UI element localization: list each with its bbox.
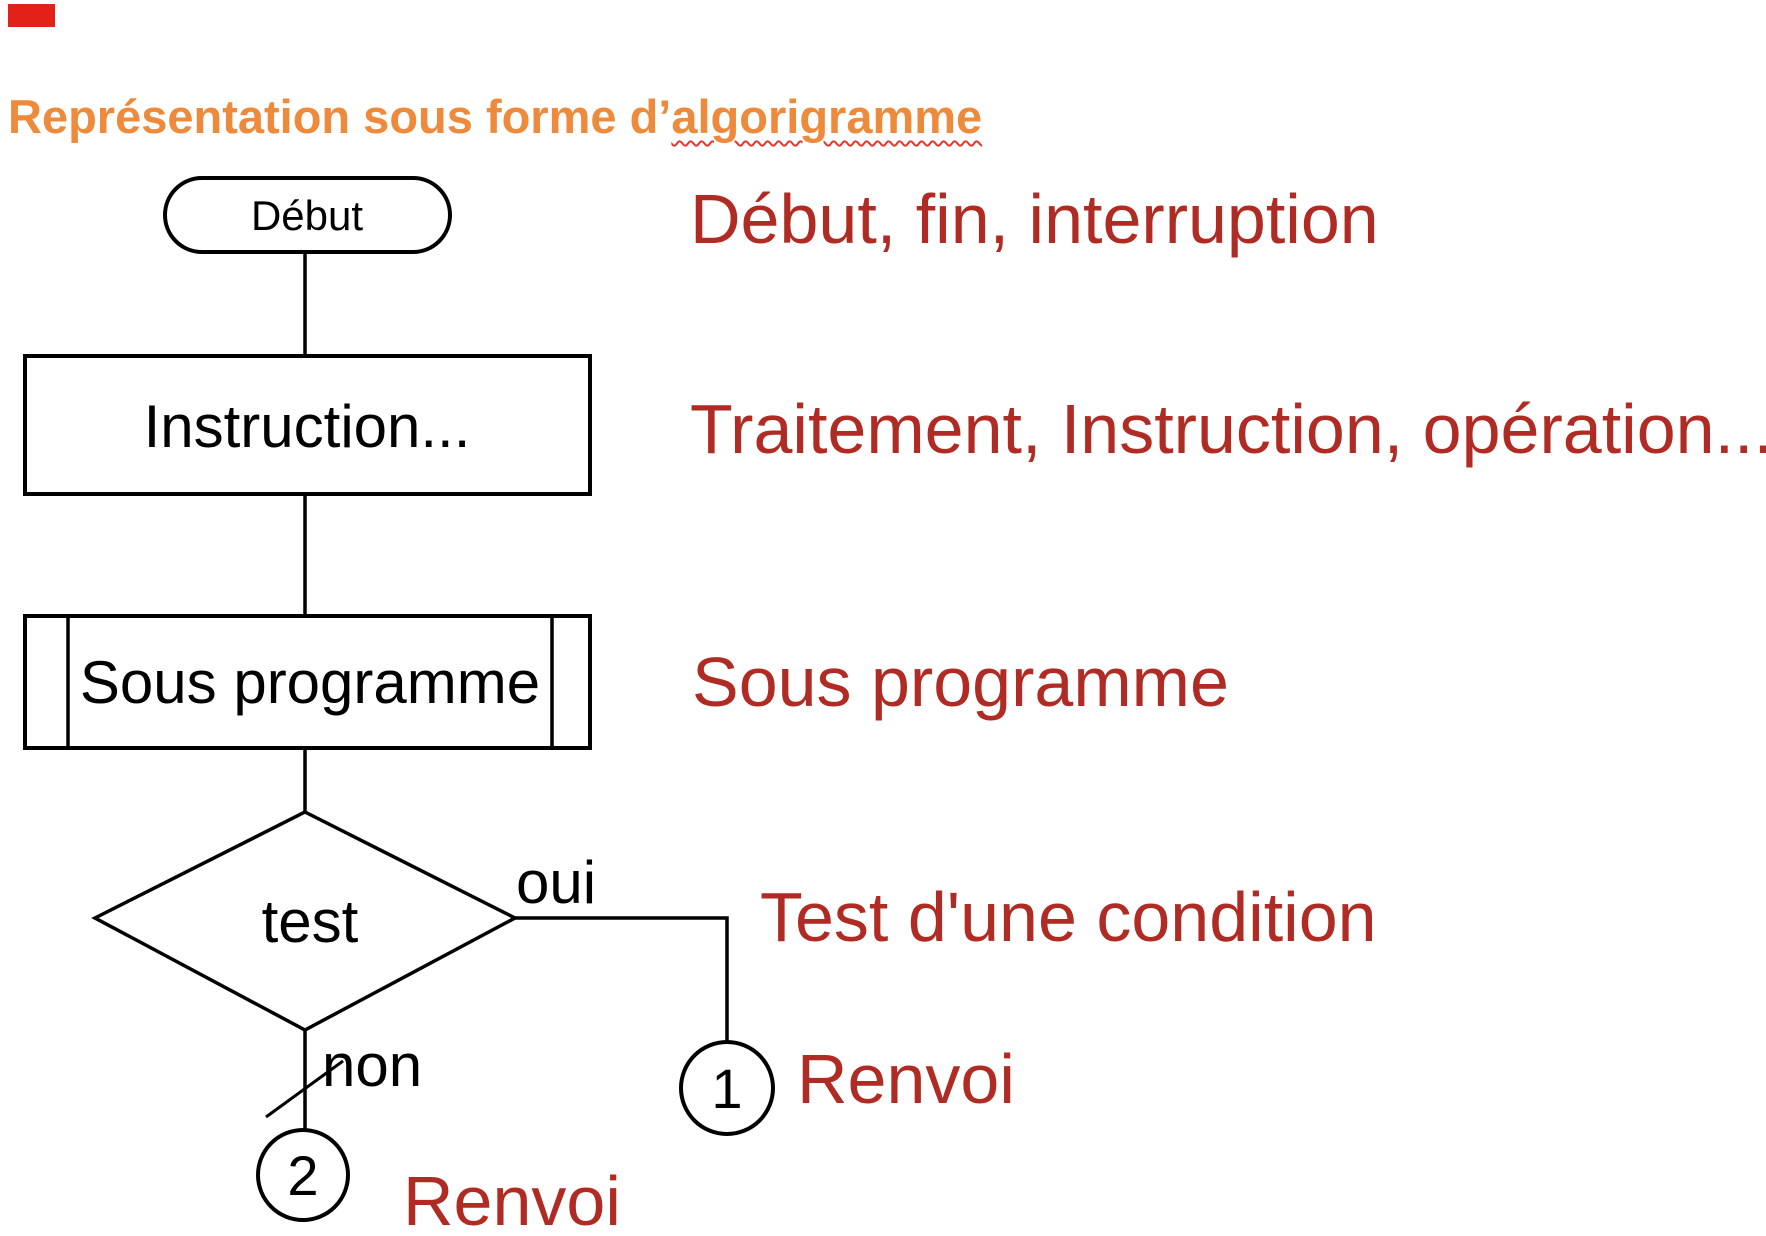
page-title-underlined-word: algorigramme [671,90,983,143]
instruction-label: Instruction... [144,393,471,460]
legend-item-process: Traitement, Instruction, opération... [690,390,1766,468]
legend-item-connector-1: Renvoi [797,1040,1015,1118]
offpage-connector-1-label: 1 [711,1057,742,1120]
offpage-connector-1-circle [679,1040,775,1136]
subroutine-box [23,614,592,750]
page-title-text: Représentation sous forme d’ [8,90,672,143]
legend-item-decision: Test d'une condition [760,878,1377,956]
break-slash [265,1059,344,1119]
legend-item-terminator: Début, fin, interruption [690,180,1379,258]
page-title: Représentation sous forme d’algorigramme [8,90,982,144]
yes-branch-line [515,916,729,1041]
offpage-connector-2-circle [256,1128,350,1222]
legend-item-subroutine: Sous programme [692,643,1229,721]
decision-diamond [91,810,519,1032]
instruction-box [23,354,592,496]
start-terminator-shape [163,176,452,254]
subroutine-label: Sous programme [80,649,540,716]
no-branch-label: non [322,1032,422,1099]
start-terminator-label: Début [251,192,363,239]
red-corner-marker [8,4,55,27]
offpage-connector-2-label: 2 [287,1144,318,1207]
decision-label: test [262,888,359,955]
legend-item-connector-2: Renvoi [403,1162,621,1236]
yes-branch-label: oui [516,849,596,916]
